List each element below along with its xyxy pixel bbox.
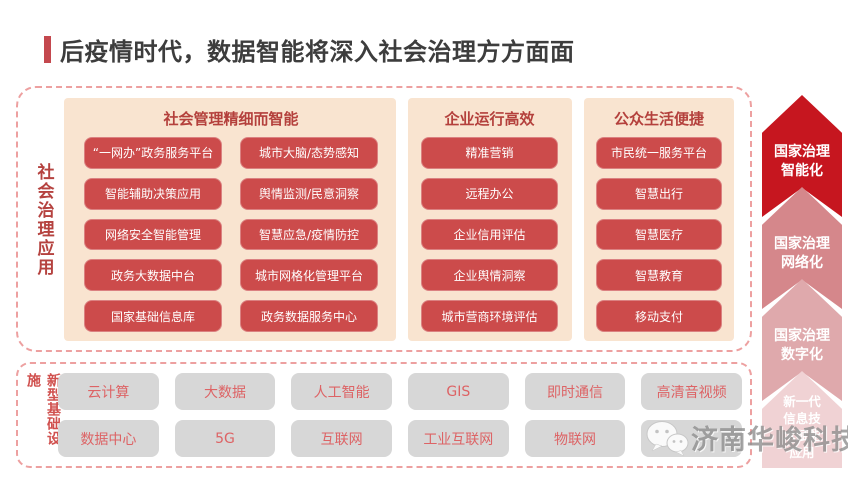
infra-chip: 高清音视频 (641, 373, 742, 410)
app-chip: 智能辅助决策应用 (84, 177, 222, 210)
watermark: 济南华峻科技 (645, 418, 848, 457)
wechat-icon (646, 420, 689, 457)
app-chip: 网络安全智能管理 (84, 218, 222, 251)
app-chip: 政务大数据中台 (84, 259, 222, 292)
side-label-infrastructure: 新型基础设施 (25, 373, 61, 446)
panel-header: 社会管理精细而智能 (163, 110, 299, 128)
arrow-label-line: 应用 (789, 445, 815, 460)
app-chip: 国家基础信息库 (84, 300, 222, 332)
app-chip: 城市网格化管理平台 (240, 259, 378, 292)
infra-chip: 工业互联网 (407, 420, 509, 457)
watermark-text: 济南华峻科技 (691, 425, 848, 456)
infra-chip: 数据中心 (58, 420, 159, 457)
app-chip: 智慧应急/疫情防控 (240, 218, 378, 251)
infra-chip: 即时通信 (524, 373, 626, 410)
infrastructure-grid: 云计算 大数据 人工智能 GIS 即时通信 高清音视频 数据中心 5G 互联网 … (58, 373, 742, 457)
app-chip: 智慧教育 (596, 259, 722, 292)
chip-grid: “一网办”政务服务平台 城市大脑/态势感知 智能辅助决策应用 舆情监测/民意洞察… (84, 137, 378, 332)
arrow-label-line: 术赋能 (783, 428, 821, 443)
slide-title-row: 后疫情时代，数据智能将深入社会治理方方面面 (44, 32, 575, 67)
infra-chip: 5G (174, 420, 276, 457)
app-chip: 企业舆情洞察 (421, 259, 558, 292)
governance-applications-section: 社会治理应用 社会管理精细而智能 “一网办”政务服务平台 城市大脑/态势感知 智… (16, 86, 752, 352)
arrow-label-line: 网络化 (781, 255, 823, 271)
app-chip: 政务数据服务中心 (240, 300, 378, 332)
chip-grid: 市民统一服务平台 智慧出行 智慧医疗 智慧教育 移动支付 (596, 137, 722, 332)
app-chip: 城市营商环境评估 (421, 300, 558, 332)
app-chip: 精准营销 (421, 137, 558, 169)
application-panels: 社会管理精细而智能 “一网办”政务服务平台 城市大脑/态势感知 智能辅助决策应用… (64, 98, 746, 341)
chip-grid: 精准营销 远程办公 企业信用评估 企业舆情洞察 城市营商环境评估 (421, 137, 558, 332)
infra-chip: 物联网 (524, 420, 626, 457)
arrow-label-line: 国家治理 (774, 328, 830, 344)
app-chip: 企业信用评估 (421, 218, 558, 251)
title-accent-bar (44, 36, 51, 63)
arrow-label-line: 国家治理 (774, 144, 830, 160)
arrow-label-line: 智能化 (781, 163, 823, 179)
app-chip: 市民统一服务平台 (596, 137, 722, 169)
governance-stage-arrows: 国家治理 智能化 国家治理 网络化 国家治理 数字化 新一代 信息技 术赋能 应… (762, 95, 842, 468)
infra-chip: 互联网 (291, 420, 392, 457)
app-chip: “一网办”政务服务平台 (84, 137, 222, 169)
panel-header: 公众生活便捷 (613, 110, 704, 128)
app-chip: 智慧医疗 (596, 218, 722, 251)
app-chip: 远程办公 (421, 177, 558, 210)
page-title: 后疫情时代，数据智能将深入社会治理方方面面 (60, 38, 575, 66)
infrastructure-section: 新型基础设施 云计算 大数据 人工智能 GIS 即时通信 高清音视频 数据中心 … (16, 362, 752, 468)
panel-header: 企业运行高效 (444, 110, 535, 128)
app-chip: 舆情监测/民意洞察 (240, 177, 378, 210)
arrow-label-line: 新一代 (783, 394, 821, 409)
infra-chip: GIS (407, 373, 509, 410)
side-label-governance: 社会治理应用 (33, 162, 54, 277)
app-chip: 智慧出行 (596, 177, 722, 210)
arrow-label-line: 国家治理 (774, 236, 830, 252)
panel-social-management: 社会管理精细而智能 “一网办”政务服务平台 城市大脑/态势感知 智能辅助决策应用… (64, 98, 396, 341)
arrow-label-line: 信息技 (783, 411, 821, 426)
app-chip: 移动支付 (596, 300, 722, 332)
infra-chip: 人工智能 (291, 373, 392, 410)
infra-chip: 大数据 (174, 373, 276, 410)
infra-chip: 云计算 (58, 373, 159, 410)
panel-public-life: 公众生活便捷 市民统一服务平台 智慧出行 智慧医疗 智慧教育 移动支付 (584, 98, 734, 341)
panel-enterprise: 企业运行高效 精准营销 远程办公 企业信用评估 企业舆情洞察 城市营商环境评估 (408, 98, 572, 341)
arrow-label-line: 数字化 (781, 347, 823, 363)
app-chip: 城市大脑/态势感知 (240, 137, 378, 169)
